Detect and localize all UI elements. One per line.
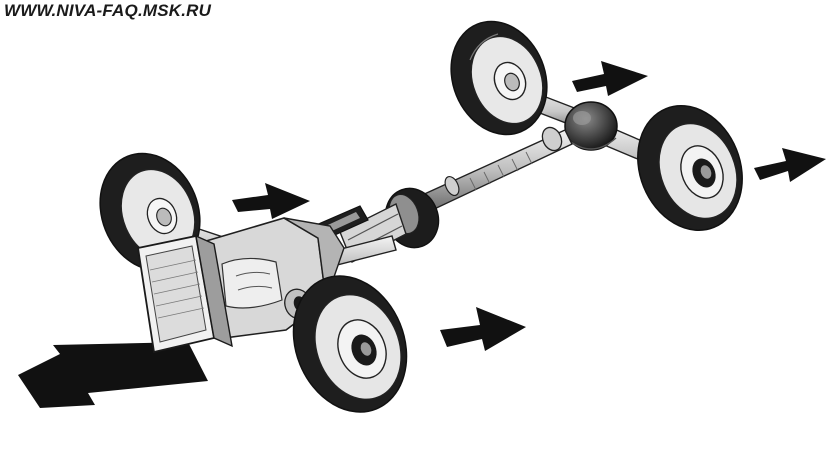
radiator xyxy=(136,234,233,354)
large-direction-arrow xyxy=(18,342,208,408)
arrow-rear-right xyxy=(754,148,826,182)
arrow-front-left xyxy=(232,183,310,219)
rear-right-wheel xyxy=(637,105,743,231)
engine-gearbox xyxy=(195,217,345,339)
front-right-wheel xyxy=(292,275,408,413)
watermark-text: WWW.NIVA-FAQ.MSK.RU xyxy=(4,1,212,20)
arrow-front-right xyxy=(440,307,526,351)
rear-left-wheel xyxy=(450,20,548,136)
motion-arrows xyxy=(18,61,826,408)
arrow-rear-left xyxy=(572,61,648,96)
propeller-shaft xyxy=(419,126,573,213)
